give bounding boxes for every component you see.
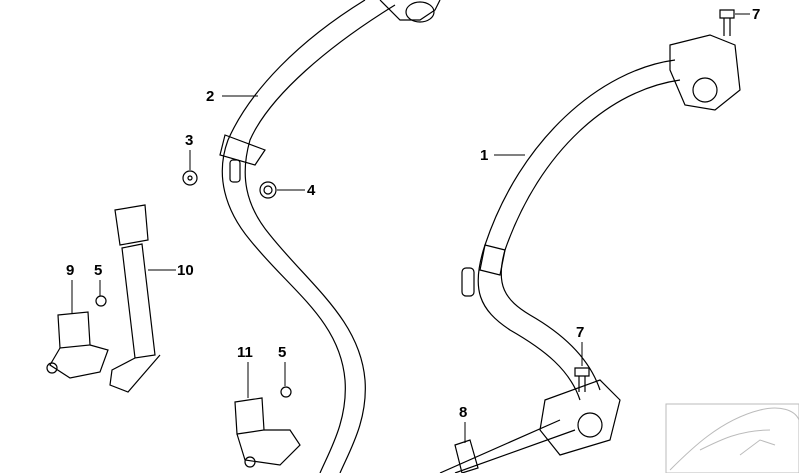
small-parts <box>95 9 735 473</box>
callout-2: 2 <box>206 88 215 105</box>
car-thumbnail <box>665 403 799 473</box>
seat-belt-1 <box>439 34 741 473</box>
callout-8: 8 <box>459 404 468 421</box>
callout-1: 1 <box>480 147 489 164</box>
callout-9: 9 <box>66 262 75 279</box>
buckle-9 <box>46 311 109 379</box>
buckle-10 <box>109 204 161 393</box>
callout-11: 11 <box>237 344 253 361</box>
callout-5: 5 <box>94 262 103 279</box>
buckle-11 <box>234 397 301 468</box>
callout-10: 10 <box>177 262 194 279</box>
callout-4: 4 <box>307 182 316 199</box>
seat-belt-2 <box>219 0 441 473</box>
callout-5: 5 <box>278 344 287 361</box>
callout-7: 7 <box>752 6 761 23</box>
callout-3: 3 <box>185 132 194 149</box>
leader-lines <box>71 13 750 443</box>
callout-7: 7 <box>576 324 585 341</box>
